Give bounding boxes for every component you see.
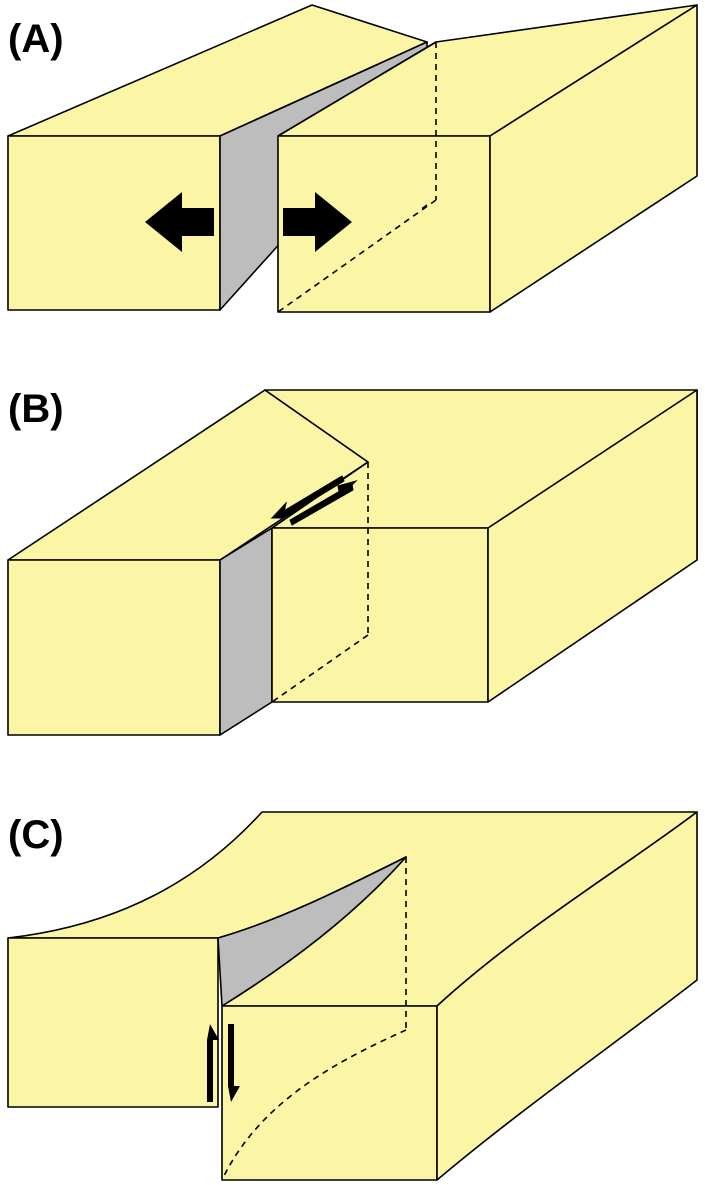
panel-b-block <box>7 389 698 736</box>
panel-a-label: (A) <box>8 17 64 61</box>
panel-b-upper-arrow-head <box>270 501 287 519</box>
panel-c: (C) <box>7 811 698 1181</box>
panel-c-down-arrow <box>228 1024 240 1102</box>
panel-b-hidden-edges <box>271 462 369 703</box>
panel-c-label: (C) <box>8 813 64 857</box>
panel-a-crack-tip-edge <box>277 41 437 137</box>
half-arrow-pair-icon <box>270 475 358 526</box>
panel-b-lower-arrow-head <box>337 480 358 499</box>
vertical-half-arrow-pair-icon <box>207 1024 240 1102</box>
panel-b-left-front-face <box>7 559 221 736</box>
panel-b-fracture-face <box>219 527 273 736</box>
double-horizontal-arrow-icon <box>145 192 352 252</box>
panel-c-up-arrow <box>207 1024 219 1102</box>
panel-c-right-side-face <box>436 811 698 1181</box>
panel-b-right-side-face <box>487 389 698 703</box>
panel-c-left-front-face <box>7 937 219 1108</box>
panel-c-right-front-face <box>221 1005 438 1181</box>
panel-b-label: (B) <box>8 387 64 431</box>
panel-a-right-block <box>277 4 698 313</box>
panel-b: (B) <box>7 387 698 736</box>
panel-a: (A) <box>7 4 698 313</box>
panel-a-left-arrow <box>145 192 214 252</box>
panel-c-hidden-edges <box>221 857 407 1181</box>
panel-c-block <box>7 811 698 1181</box>
panel-b-lower-arrow <box>289 483 354 526</box>
panel-a-right-side-face <box>489 4 698 313</box>
panel-a-hidden-edges <box>277 42 437 313</box>
panel-a-right-arrow <box>283 192 352 252</box>
panel-b-right-front-face <box>271 527 489 703</box>
